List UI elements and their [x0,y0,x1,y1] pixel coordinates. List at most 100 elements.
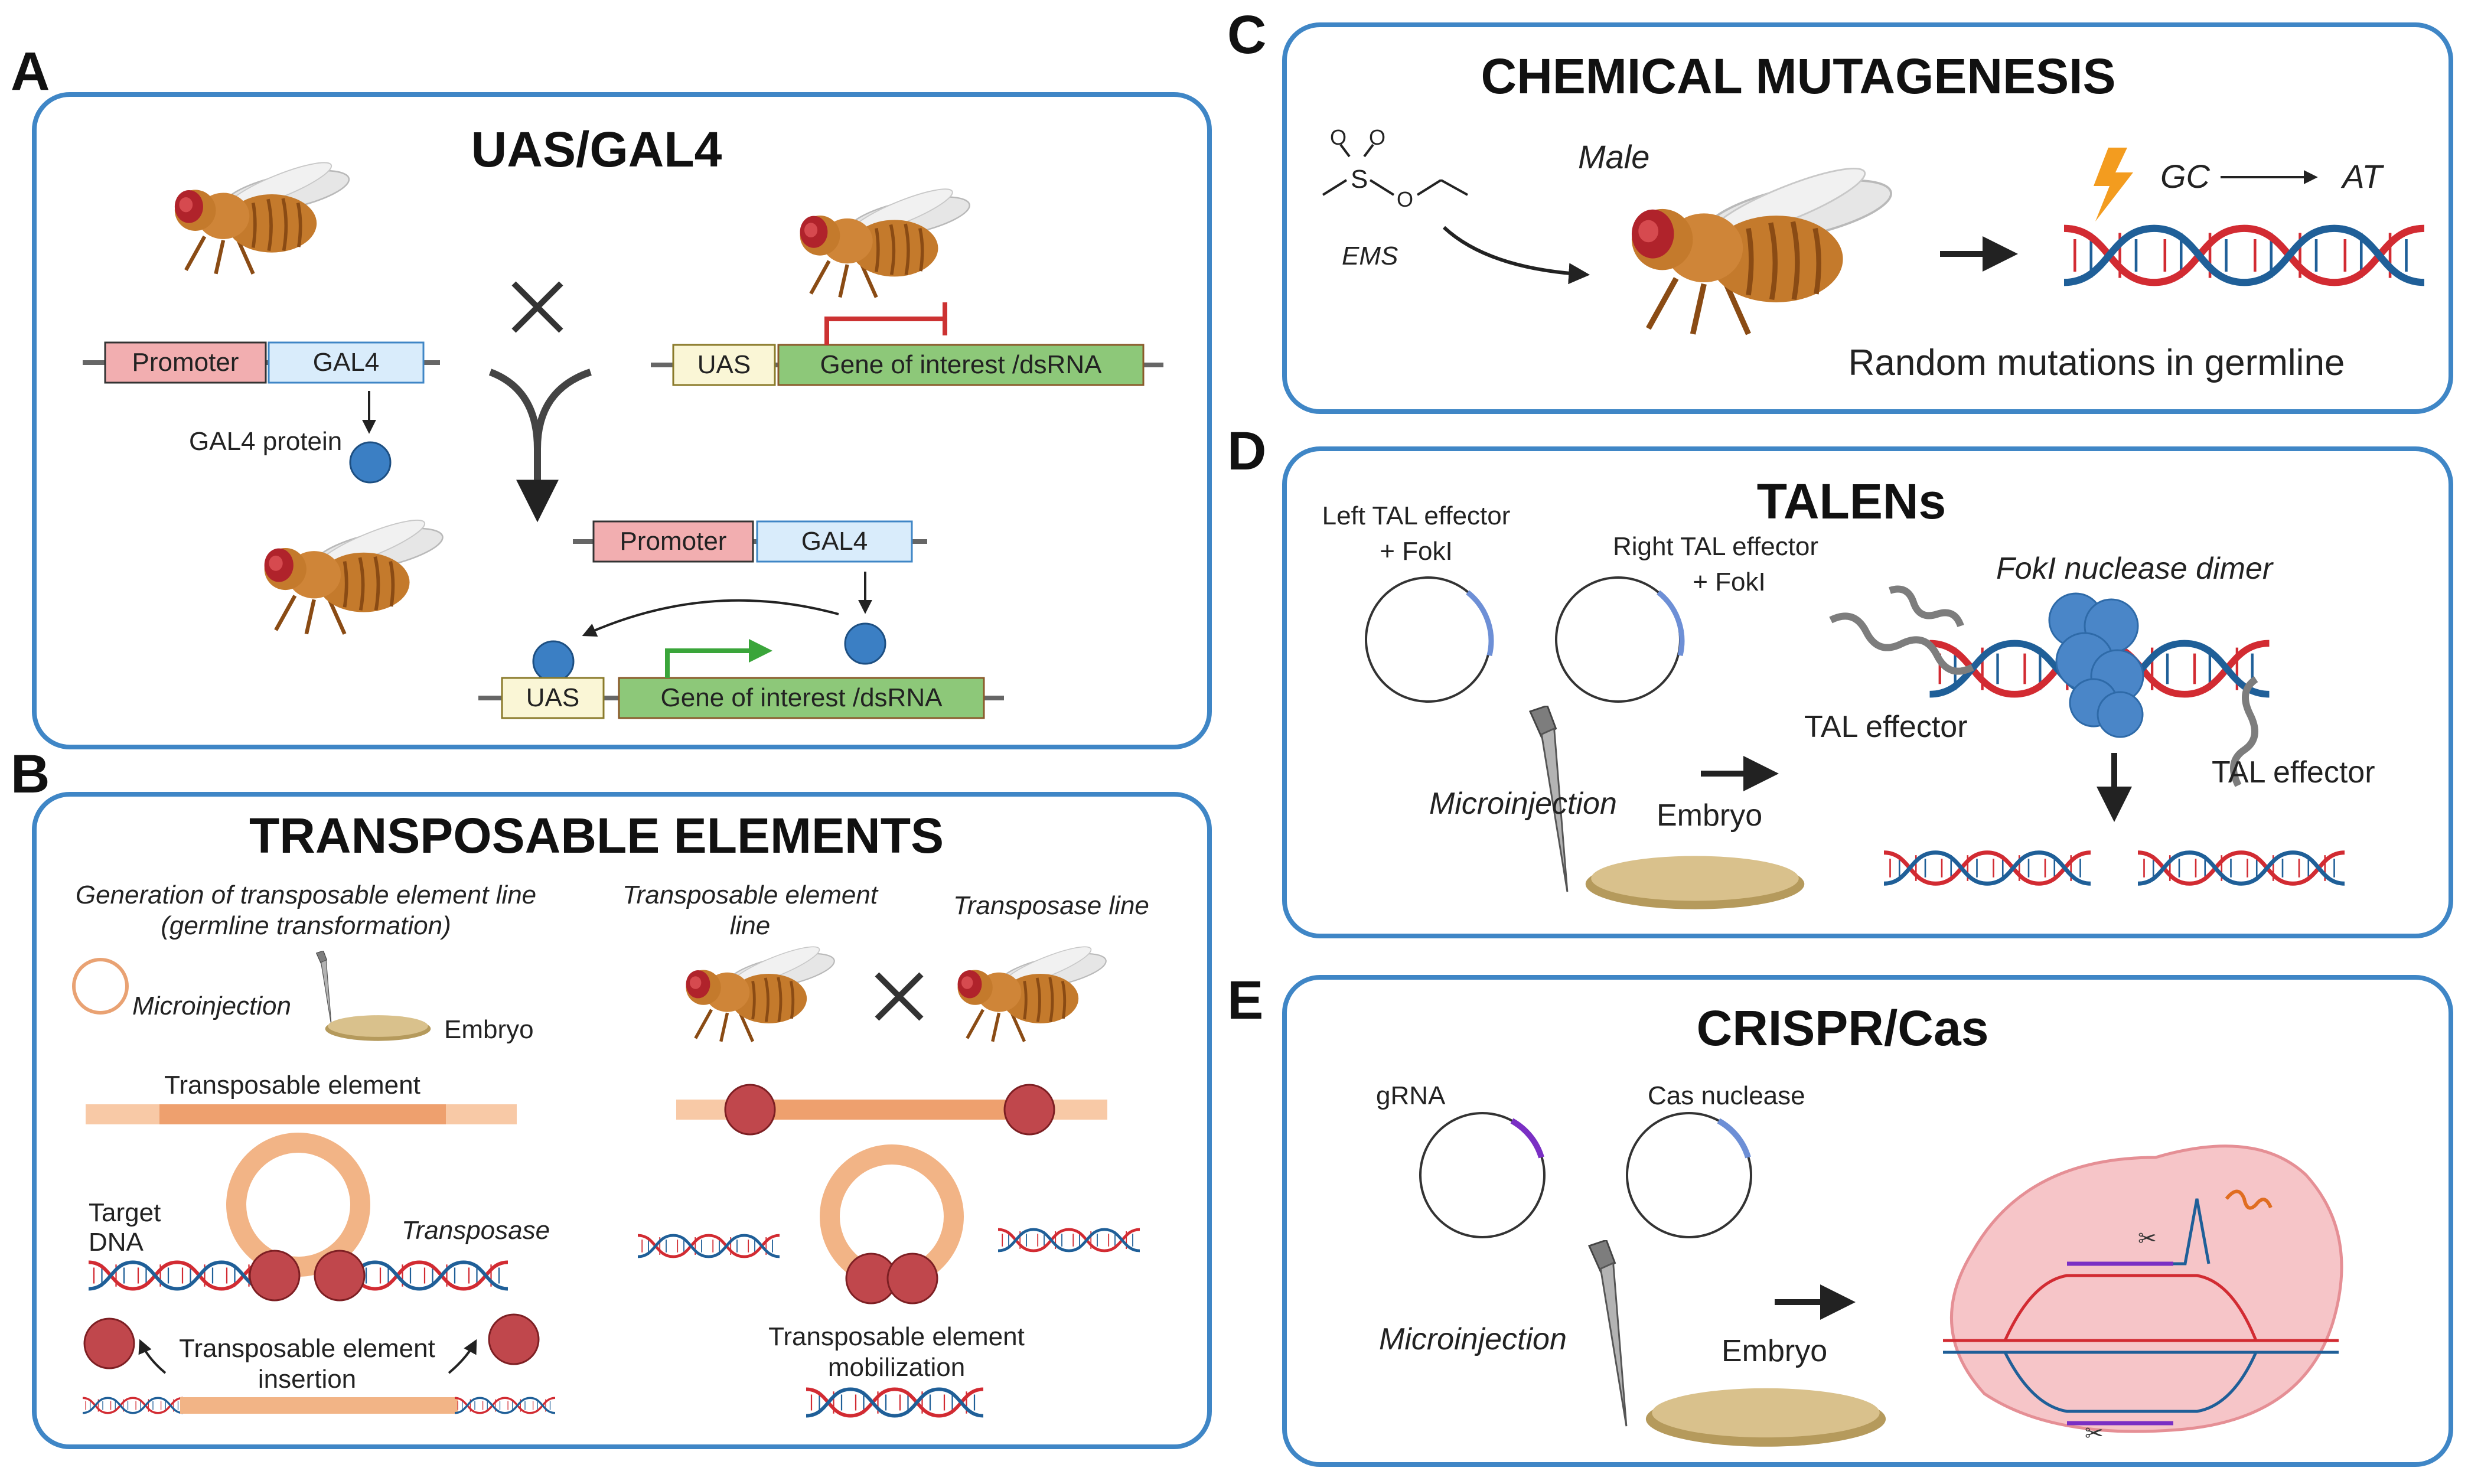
generation-label-line2: (germline transformation) [161,911,451,940]
transposase-icon [886,1253,938,1304]
mutation-caption: Random mutations in germline [1848,343,2345,383]
promoter-box [592,520,754,563]
embryo-icon [1585,856,1805,909]
panel-a: A UAS/GAL4 Promoter GAL4 GAL4 protein UA… [11,41,1212,749]
generation-label-line1: Generation of transposable element line [76,880,536,909]
mobilization-label-line2: mobilization [828,1353,965,1382]
embryo-label: Embryo [444,1015,534,1044]
lightning-icon [2094,148,2133,221]
left-tal-label-line2: + FokI [1380,537,1453,566]
fokl-label: FokI nuclease dimer [1996,552,2274,586]
scissors-icon: ✂ [2085,1421,2104,1446]
gal4-protein-icon [844,622,886,665]
activation-arrow-icon [665,639,772,678]
microinjection-label: Microinjection [1429,787,1617,821]
gal4-box [756,520,913,563]
tal-effector-helix-icon [1829,585,2258,787]
ems-oxygen-label: O [1330,125,1347,149]
tal-effector-label: TAL effector [1804,710,1968,744]
ems-arrow [1442,226,1590,285]
gc-label: GC [2160,158,2211,195]
gal4-protein-icon [532,640,575,683]
te-line-label-line1: Transposable element [622,880,879,909]
uas-box [501,677,605,719]
uas-box [672,344,776,386]
panel-d: D TALENs Left TAL effector + FokI Right … [1227,421,2453,938]
promoter-label: Promoter [620,527,727,556]
cross-icon [511,281,563,333]
plasmid-icon [72,958,129,1015]
transposase-icon [724,1084,776,1136]
panel-b: B TRANSPOSABLE ELEMENTS Generation of tr… [11,744,1212,1449]
panel-d-frame [1282,446,2453,938]
panel-c-title: CHEMICAL MUTAGENESIS [1481,48,2116,104]
repression-icon [824,317,945,345]
cas-label: Cas nuclease [1648,1081,1805,1110]
te-line-label-line2: line [730,911,771,940]
target-dna-label-line2: DNA [89,1228,144,1257]
promoter-box [104,341,267,384]
panel-d-title: TALENs [1757,474,1946,529]
panel-a-letter: A [11,41,50,102]
embryo-icon [1645,1388,1886,1447]
panel-a-frame [32,92,1212,749]
inserted-te-bar [180,1397,458,1414]
insertion-label-line2: insertion [258,1365,356,1394]
transposase-icon [488,1313,540,1365]
ems-sulfur-label: S [1351,165,1368,194]
fokl-dimer-icon [2048,592,2144,738]
plasmid-icon [1419,1112,1546,1238]
gal4-protein-label: GAL4 protein [189,427,342,456]
embryo-label: Embryo [1722,1334,1827,1368]
transposase-icon [314,1250,366,1302]
binding-arrow [582,599,839,637]
microinjection-label: Microinjection [1379,1322,1567,1356]
grna-label: gRNA [1376,1081,1446,1110]
gal4-box [268,341,425,384]
male-label: Male [1578,138,1649,175]
transposase-icon [83,1317,135,1369]
gene-label: Gene of interest /dsRNA [661,683,943,712]
transposase-icon [1003,1084,1055,1136]
panel-b-letter: B [11,744,50,804]
te-label: Transposable element [164,1071,420,1100]
at-label: AT [2340,158,2384,195]
transposase-line-label: Transposase line [953,891,1149,920]
scissors-icon: ✂ [2138,1227,2157,1251]
panel-c: C CHEMICAL MUTAGENESIS S O O O EMS Male … [1227,5,2453,414]
right-tal-label-line1: Right TAL effector [1613,532,1818,561]
panel-c-letter: C [1227,5,1266,65]
gal4-label: GAL4 [313,348,380,377]
gal4-protein-icon [349,441,392,484]
left-tal-label-line1: Left TAL effector [1322,501,1511,530]
cross-icon [875,972,924,1021]
panel-b-title: TRANSPOSABLE ELEMENTS [249,808,944,863]
cas-complex-icon [1950,1144,2343,1433]
tal-effector-label: TAL effector [2212,755,2375,790]
gene-box [618,677,985,719]
uas-label: UAS [697,350,751,379]
ems-oxygen-label: O [1369,125,1385,149]
ems-label: EMS [1342,242,1398,270]
embryo-icon [325,1015,431,1041]
insertion-label-line1: Transposable element [179,1334,435,1363]
mobilization-label-line1: Transposable element [768,1322,1025,1351]
ems-oxygen-label: O [1397,187,1413,211]
panel-e-title: CRISPR/Cas [1697,1000,1989,1056]
gene-label: Gene of interest /dsRNA [820,350,1103,379]
target-dna-label-line1: Target [89,1198,161,1227]
panel-c-frame [1282,22,2453,414]
ems-molecule-icon [1322,143,1468,196]
target-dna-icon [1943,1189,2339,1426]
plasmid-icon [1626,1112,1752,1238]
uas-label: UAS [526,683,579,712]
right-tal-label-line2: + FokI [1693,567,1766,596]
gene-box [777,344,1145,386]
gal4-label: GAL4 [801,527,868,556]
promoter-label: Promoter [132,348,239,377]
transposase-icon [249,1250,301,1302]
cross-result-arrow [488,368,592,523]
panel-d-letter: D [1227,421,1266,481]
panel-a-title: UAS/GAL4 [471,122,722,177]
panel-e-letter: E [1227,970,1263,1030]
